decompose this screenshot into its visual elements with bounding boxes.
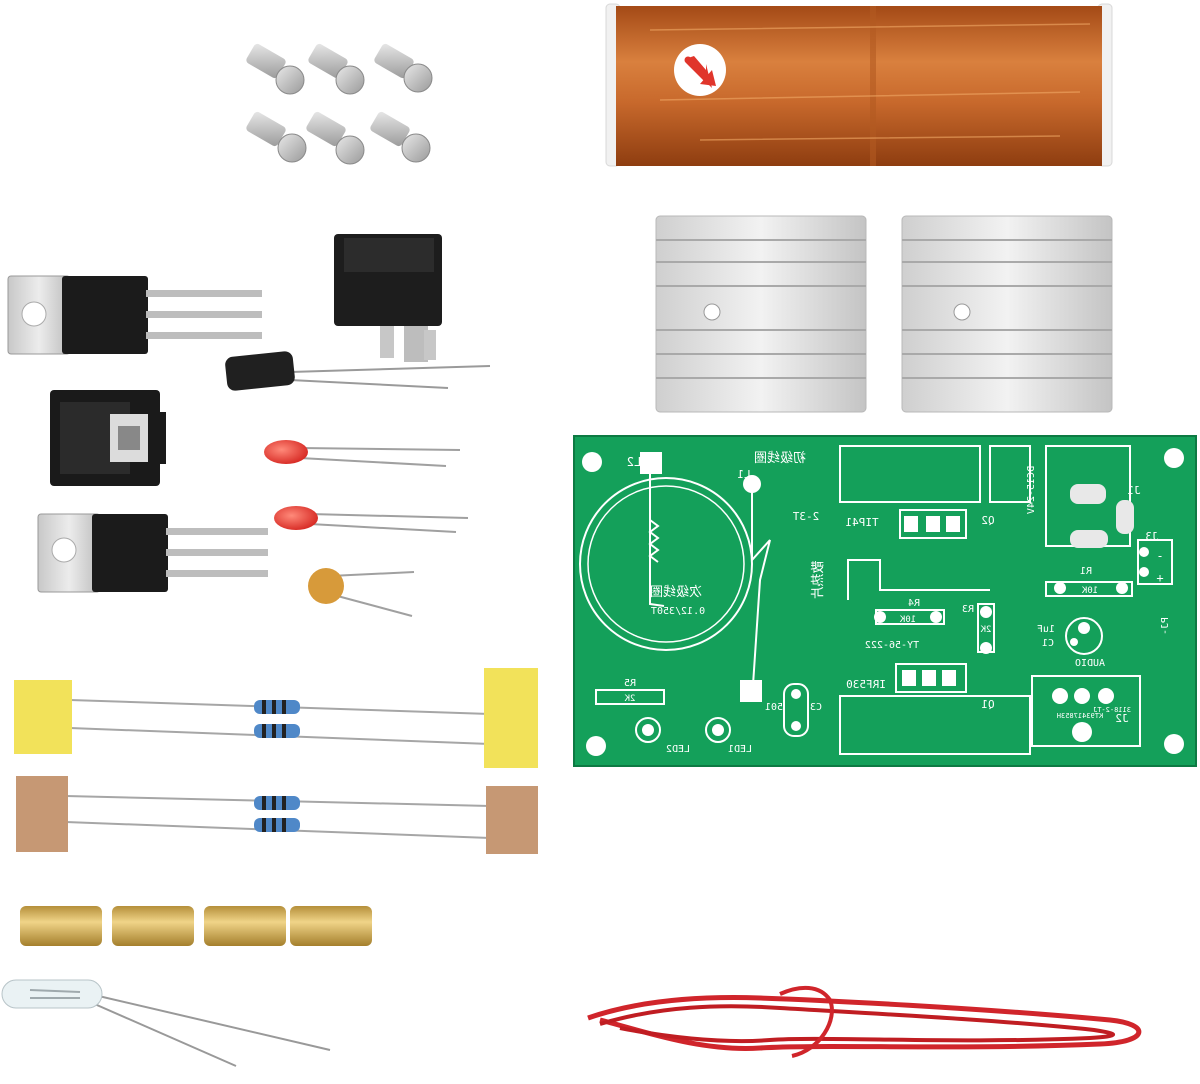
pcb-label-c1: C1 (1042, 638, 1054, 649)
audio-jack (50, 390, 166, 486)
pcb-label-2-3t: 2-3T (792, 510, 819, 523)
pcb-label-r3-value: 2K (980, 625, 991, 635)
heatsink-right (901, 215, 1113, 413)
resistor-strip-yellow (14, 668, 538, 768)
pcb-label-pj: PJ- (1160, 617, 1171, 635)
pcb-label-c3: C3 (810, 702, 822, 713)
screw (306, 111, 365, 165)
pcb-label-secondary-coil: 次级线圈 (650, 584, 702, 600)
led-red-1 (264, 440, 461, 467)
pcb-label-primary-coil: 初级线圈 (754, 451, 806, 466)
brass-standoffs (20, 906, 372, 946)
pcb-label-board-code: TY-56-222 (865, 640, 919, 651)
pcb-label-serial: KT93417853H (1057, 712, 1103, 720)
secondary-coil-footprint (579, 477, 753, 651)
led-red-2 (274, 506, 469, 533)
pcb-label-irf530: IRF530 (846, 678, 886, 691)
electrolytic-capacitor (225, 351, 491, 391)
screw (246, 111, 307, 163)
pcb-label-c1-value: 1uF (1037, 624, 1055, 635)
pcb-label-audio: AUDIO (1075, 658, 1105, 669)
dc-jack (334, 234, 442, 362)
pcb-board: L2 L1 初级线圈 次级线圈 0.12/350T 2-3T 散热片 DC15-… (573, 435, 1197, 767)
pcb-label-part-code: 3118-2-TJ (1093, 706, 1131, 714)
pcb-label-plus: + (1156, 571, 1163, 585)
transistor-top (7, 275, 262, 355)
screw (246, 43, 305, 95)
pcb-label-r5: R5 (624, 678, 636, 689)
pcb-label-led1: LED1 (728, 744, 752, 755)
pcb-label-secondary-spec: 0.12/350T (651, 606, 705, 617)
pcb-label-l2: L2 (627, 455, 641, 469)
pcb-label-q1: Q1 (981, 698, 994, 711)
pcb-label-power: DC15-24V (1026, 466, 1037, 514)
pcb-label-led2: LED2 (666, 744, 690, 755)
heatsink-left (655, 215, 867, 413)
pcb-label-tip41: TIP41 (845, 516, 878, 529)
neon-bulb (1, 979, 331, 1067)
screws (246, 43, 433, 165)
pcb-label-l1: L1 (737, 468, 750, 481)
pcb-label-j3: J3 (1145, 530, 1158, 543)
screw (370, 111, 431, 163)
pcb-label-r5-value: 2K (624, 694, 635, 704)
pcb-label-r4: R4 (908, 598, 920, 609)
pcb-label-c3-value: 501 (765, 702, 783, 713)
pcb-label-j1: J1 (1127, 484, 1140, 497)
resistor-strip-brown (16, 776, 538, 854)
screw (374, 43, 433, 93)
ceramic-capacitor (308, 568, 415, 617)
red-wire (587, 985, 1142, 1058)
transistor-bottom (37, 513, 268, 593)
pcb-label-heatsink-note: 散热片 (811, 560, 826, 599)
pcb-label-minus: - (1156, 549, 1163, 563)
pcb-label-r1: R1 (1080, 566, 1092, 577)
pcb-label-r3: R3 (962, 604, 974, 615)
secondary-coil (605, 3, 1113, 167)
pcb-label-r1-value: 10K (1081, 586, 1098, 596)
pcb-label-j2: J2 (1115, 712, 1128, 725)
screw (308, 43, 365, 95)
pcb-label-q2: Q2 (981, 514, 994, 527)
pcb-label-r4-value: 10K (899, 615, 916, 625)
